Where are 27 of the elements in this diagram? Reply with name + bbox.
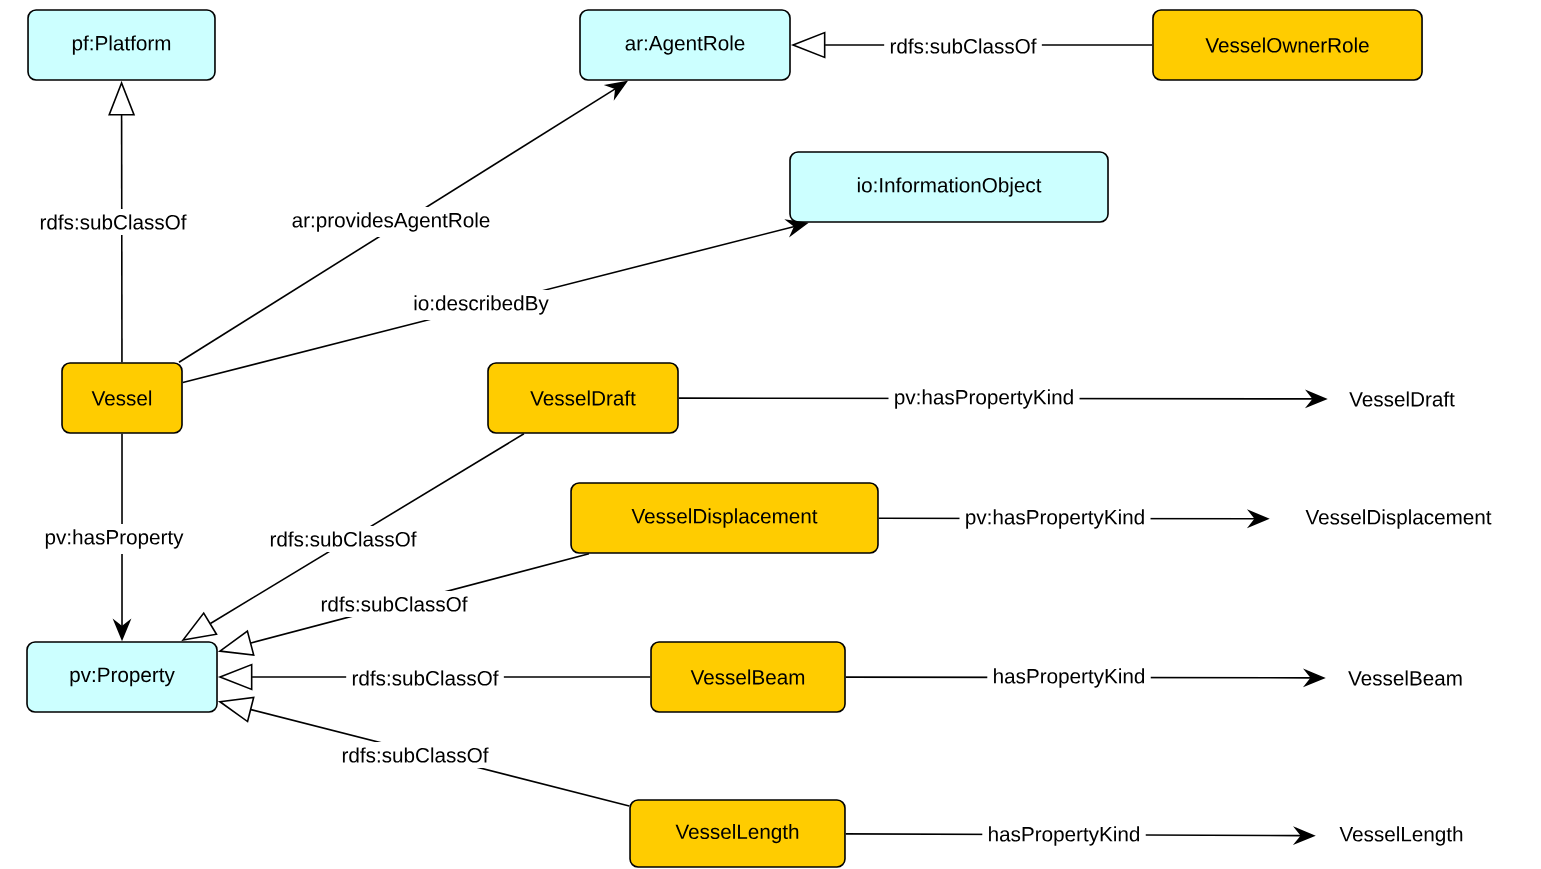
edge-label: hasPropertyKind: [982, 821, 1146, 851]
node-text: VesselDraft: [1349, 391, 1455, 407]
edge-label: pv:hasPropertyKind: [959, 504, 1151, 534]
class-box: VesselOwnerRole: [1152, 9, 1423, 81]
edge-label: rdfs:subClassOf: [264, 526, 422, 552]
class-box: VesselLength: [629, 799, 846, 868]
node-text: VesselLength: [1339, 826, 1463, 846]
class-box: VesselBeam: [650, 641, 846, 713]
edge-label: ar:providesAgentRole: [286, 207, 496, 237]
edge-label: rdfs:subClassOf: [336, 742, 494, 768]
class-box: Vessel: [61, 362, 183, 434]
edge-label: pv:hasProperty: [39, 524, 189, 554]
node-text: VesselDisplacement: [1305, 509, 1492, 529]
class-box: VesselDisplacement: [570, 482, 879, 554]
edge-label: rdfs:subClassOf: [34, 209, 192, 235]
edge-label: hasPropertyKind: [987, 663, 1151, 693]
edge-label: rdfs:subClassOf: [315, 591, 473, 617]
class-box: pv:Property: [26, 641, 218, 713]
edge-label: io:describedBy: [407, 290, 555, 320]
class-box: pf:Platform: [27, 9, 216, 81]
node-text: VesselBeam: [1348, 670, 1462, 686]
class-box: VesselDraft: [487, 362, 679, 434]
edge-label: rdfs:subClassOf: [346, 665, 504, 691]
class-box: io:InformationObject: [789, 151, 1109, 223]
edge-label: rdfs:subClassOf: [884, 33, 1042, 59]
class-box: ar:AgentRole: [579, 9, 791, 81]
edge-label: pv:hasPropertyKind: [888, 384, 1080, 414]
